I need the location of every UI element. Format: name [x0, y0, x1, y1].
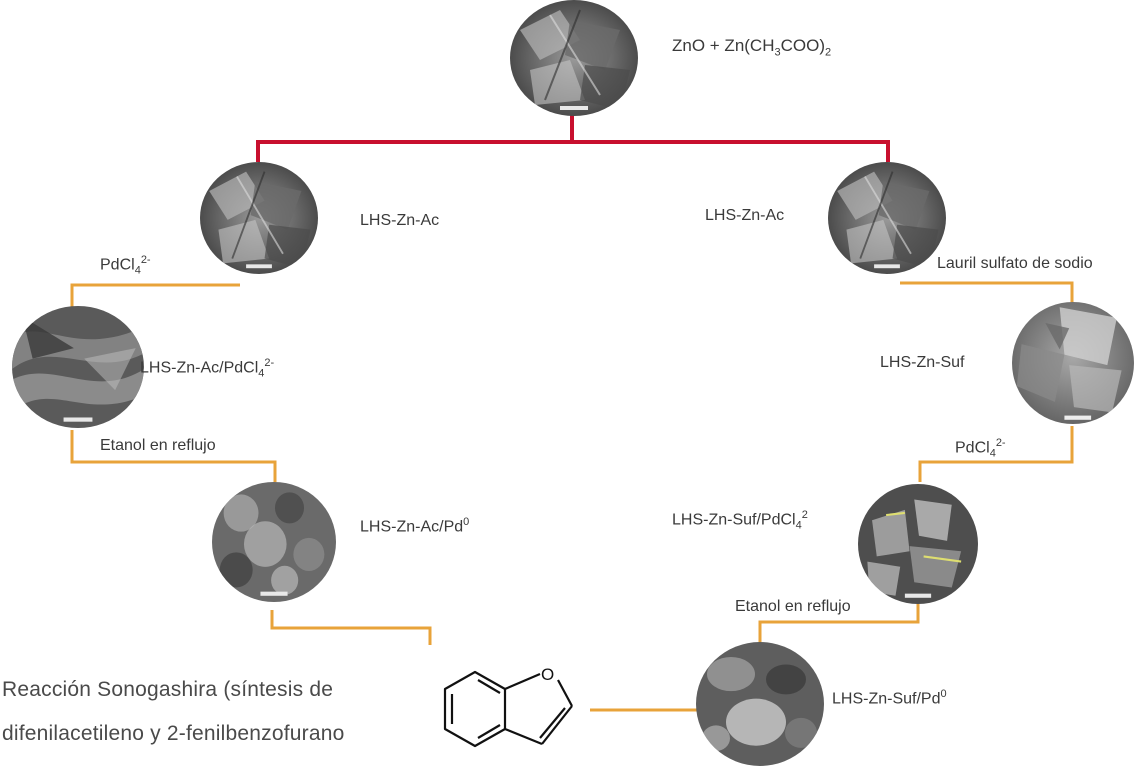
sem-top-icon — [510, 0, 638, 116]
right-3-sup: 2 — [801, 509, 808, 521]
step-right-pd-sub: 4 — [989, 447, 996, 460]
sem-right-1-icon — [828, 162, 946, 274]
label-top-sub1: 3 — [774, 46, 781, 59]
sem-right-4-icon — [696, 642, 824, 766]
orange-step-lines — [70, 281, 1074, 712]
left-3-sup: 0 — [463, 516, 470, 528]
right-4-sup: 0 — [940, 688, 947, 700]
label-left-2: LHS-Zn-Ac/PdCl42- — [140, 357, 274, 380]
sem-right-3-icon — [858, 484, 978, 604]
line-left-etanol — [70, 430, 277, 482]
red-branch-lines — [256, 110, 890, 162]
left-2-pre: LHS-Zn-Ac/PdCl — [140, 359, 259, 377]
right-3-pre: LHS-Zn-Suf/PdCl — [672, 511, 796, 529]
label-step-right-etanol: Etanol en reflujo — [735, 598, 851, 615]
sem-left-2-icon — [12, 306, 144, 428]
label-top-node: ZnO + Zn(CH3COO)2 — [672, 36, 831, 58]
red-branch-left — [256, 110, 574, 162]
reaction-line-2: difenilacetileno y 2-fenilbenzofurano — [2, 722, 345, 745]
right-3-sub: 4 — [795, 519, 802, 532]
step-right-pd-pre: PdCl — [955, 439, 990, 457]
label-top-pre: ZnO + Zn(CH — [672, 36, 775, 55]
left-2-sub: 4 — [258, 367, 265, 380]
label-right-3: LHS-Zn-Suf/PdCl42 — [672, 509, 808, 532]
sem-left-3-icon — [212, 482, 336, 602]
label-top-sub2: 2 — [825, 46, 832, 59]
line-left-pd — [70, 283, 240, 308]
label-step-right-pd: PdCl42- — [955, 437, 1006, 460]
step-right-pd-sup: 2- — [995, 437, 1006, 449]
step-left-pd-sup: 2- — [140, 254, 151, 266]
label-right-1: LHS-Zn-Ac — [705, 207, 785, 224]
line-left-to-benzofuran — [270, 610, 432, 645]
step-left-pd-pre: PdCl — [100, 256, 135, 274]
label-right-4: LHS-Zn-Suf/Pd0 — [832, 688, 947, 708]
label-step-left-etanol: Etanol en reflujo — [100, 437, 216, 454]
red-branch-right — [572, 140, 890, 162]
line-right-etanol — [758, 604, 920, 643]
label-step-left-pd: PdCl42- — [100, 254, 151, 277]
step-left-pd-sub: 4 — [134, 264, 141, 277]
left-2-sup: 2- — [264, 357, 275, 369]
line-right-pd — [918, 426, 1074, 482]
label-left-1: LHS-Zn-Ac — [360, 212, 440, 229]
sem-left-1-icon — [200, 162, 318, 274]
label-left-3: LHS-Zn-Ac/Pd0 — [360, 516, 469, 536]
sem-right-2-icon — [1012, 302, 1134, 424]
reaction-line-1: Reacción Sonogashira (síntesis de — [2, 678, 334, 701]
line-right-lauril — [900, 281, 1074, 303]
label-right-2: LHS-Zn-Suf — [880, 354, 965, 371]
right-4-pre: LHS-Zn-Suf/Pd — [832, 690, 941, 708]
label-top-mid: COO) — [780, 36, 826, 55]
benzofuran-structure-icon: O — [443, 665, 573, 748]
label-step-right-lauril: Lauril sulfato de sodio — [937, 255, 1093, 272]
oxygen-atom-label: O — [541, 665, 554, 684]
left-3-pre: LHS-Zn-Ac/Pd — [360, 518, 464, 536]
